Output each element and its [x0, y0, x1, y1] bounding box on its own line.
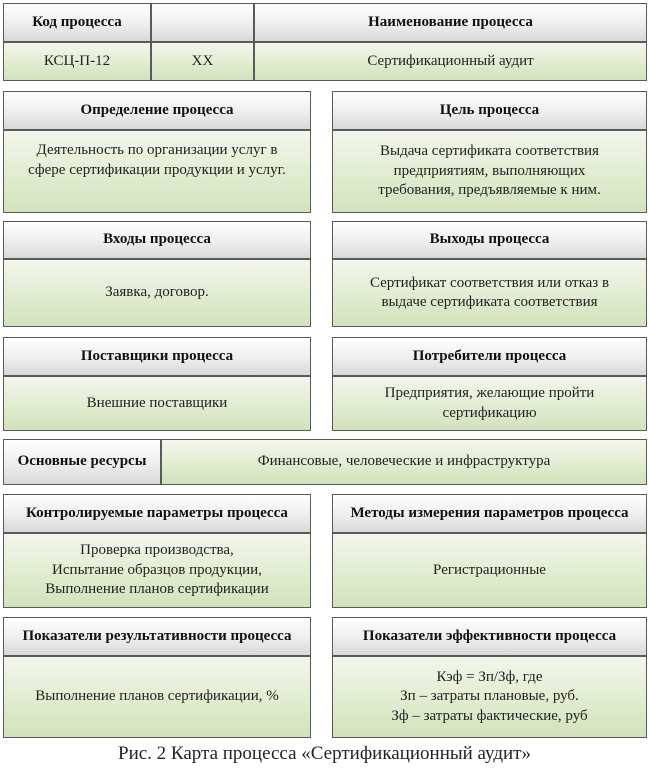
figure-caption: Рис. 2 Карта процесса «Сертификационный …: [118, 743, 531, 764]
measurement-methods-content: Регистрационные: [332, 533, 647, 608]
process-name-value: Сертификационный аудит: [254, 42, 647, 81]
resources-header: Основные ресурсы: [3, 439, 161, 485]
process-name-header: Наименование процесса: [254, 3, 647, 42]
inputs-header: Входы процесса: [3, 221, 311, 259]
inputs-content: Заявка, договор.: [3, 259, 311, 327]
definition-header: Определение процесса: [3, 91, 311, 130]
suppliers-header: Поставщики процесса: [3, 337, 311, 376]
process-code-value: КСЦ-П-12: [3, 42, 151, 81]
process-owner-value: ХХ: [151, 42, 254, 81]
outputs-content: Сертификат соответствия или отказ в выда…: [332, 259, 647, 327]
suppliers-content: Внешние поставщики: [3, 376, 311, 431]
performance-indicators-header: Показатели результативности процесса: [3, 617, 311, 656]
performance-indicators-content: Выполнение планов сертификации, %: [3, 656, 311, 738]
efficiency-indicators-content: Кэф = Зп/Зф, где Зп – затраты плановые, …: [332, 656, 647, 738]
efficiency-indicators-header: Показатели эффективности процесса: [332, 617, 647, 656]
process-code-header: Код процесса: [3, 3, 151, 42]
goal-header: Цель процесса: [332, 91, 647, 130]
measurement-methods-header: Методы измерения параметров процесса: [332, 494, 647, 533]
consumers-header: Потребители процесса: [332, 337, 647, 376]
definition-content: Деятельность по организации услуг в сфер…: [3, 130, 311, 213]
controlled-params-content: Проверка производства, Испытание образцо…: [3, 533, 311, 608]
controlled-params-header: Контролируемые параметры процесса: [3, 494, 311, 533]
outputs-header: Выходы процесса: [332, 221, 647, 259]
consumers-content: Предприятия, желающие пройти сертификаци…: [332, 376, 647, 431]
resources-content: Финансовые, человеческие и инфраструктур…: [161, 439, 647, 485]
process-owner-header: [151, 3, 254, 42]
goal-content: Выдача сертификата соответствия предприя…: [332, 130, 647, 213]
